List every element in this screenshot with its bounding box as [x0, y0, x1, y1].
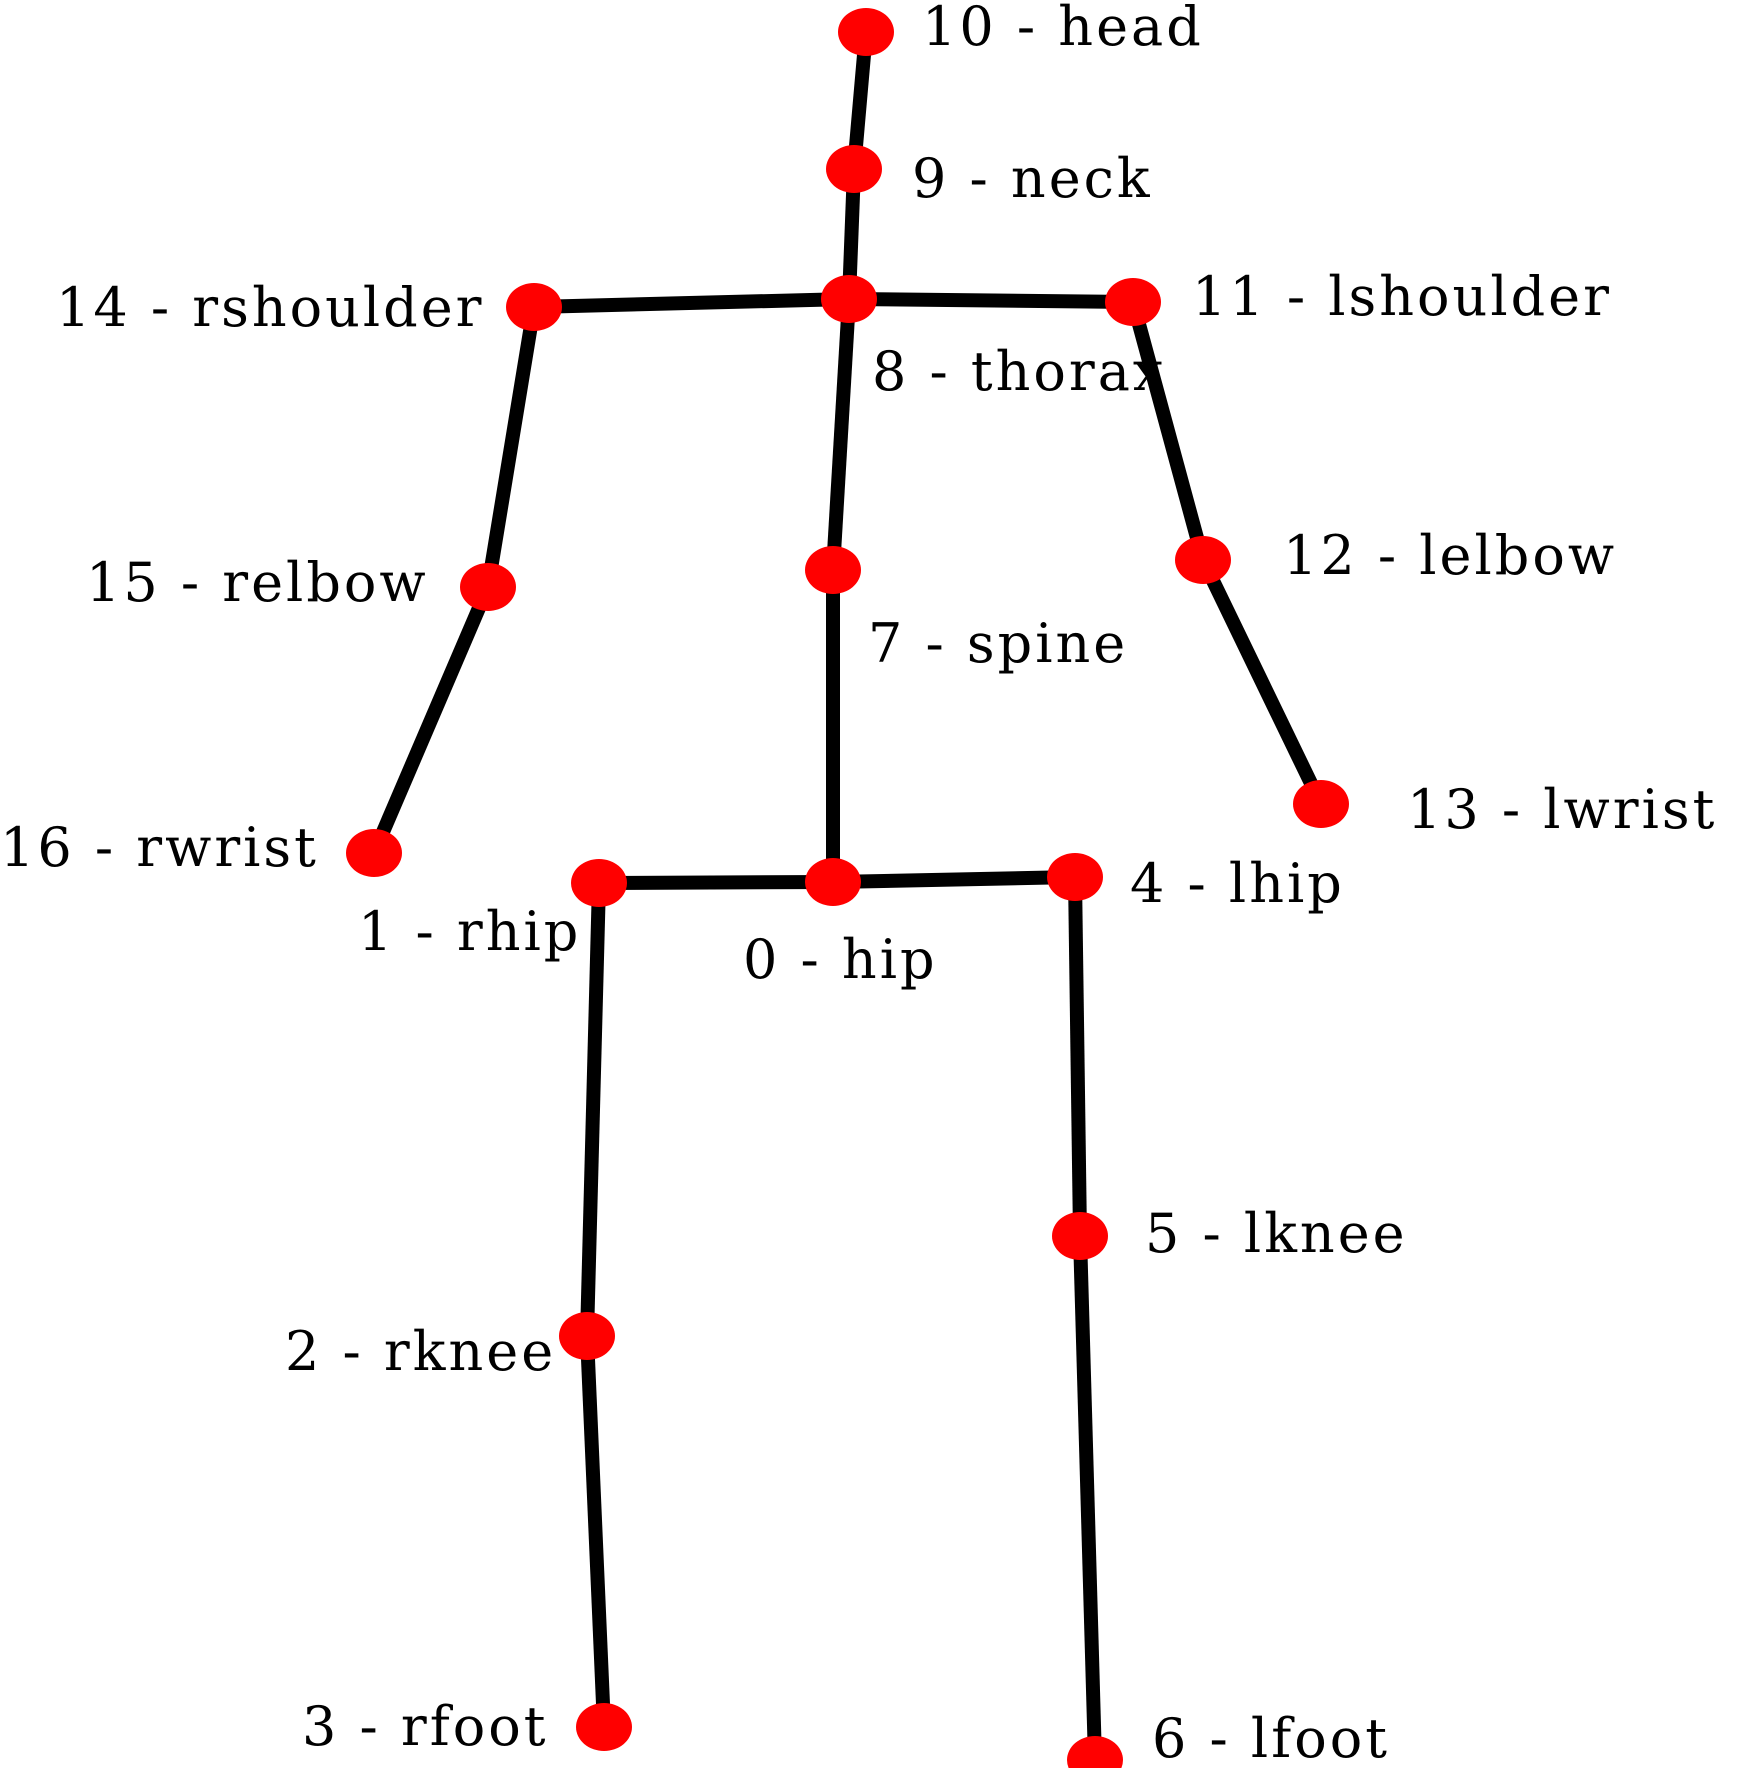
joint-1-label: 1 - rhip [358, 900, 581, 963]
bone-0-4 [832, 870, 1076, 889]
bone-11-12 [1126, 300, 1210, 562]
bone-14-15 [481, 305, 541, 589]
joint-12-label: 12 - lelbow [1283, 524, 1617, 587]
joint-13-marker [1293, 780, 1349, 828]
joint-3-label: 3 - rfoot [302, 1695, 548, 1758]
joint-8-marker [821, 275, 877, 323]
joint-10-marker [838, 8, 894, 56]
bone-8-7 [826, 298, 856, 571]
joint-15-marker [460, 563, 516, 611]
joint-9-marker [826, 145, 882, 193]
joint-11-label: 11 - lshoulder [1192, 265, 1612, 328]
joint-2-marker [559, 1312, 615, 1360]
joint-3-marker [576, 1703, 632, 1751]
bone-8-14 [533, 292, 850, 314]
bone-0-1 [598, 875, 834, 890]
bones-layer [367, 31, 1328, 1761]
bone-12-13 [1196, 556, 1328, 808]
joints-layer [346, 8, 1349, 1768]
joint-13-label: 13 - lwrist [1407, 778, 1717, 841]
joint-14-label: 14 - rshoulder [56, 276, 485, 339]
joint-16-label: 16 - rwrist [0, 816, 319, 879]
joint-16-marker [346, 829, 402, 877]
joint-6-label: 6 - lfoot [1152, 1707, 1390, 1768]
bone-1-2 [580, 882, 606, 1337]
joint-1-marker [571, 859, 627, 907]
joint-5-marker [1052, 1212, 1108, 1260]
joint-5-label: 5 - lknee [1145, 1202, 1408, 1265]
bone-8-11 [848, 292, 1134, 309]
joint-6-marker [1067, 1736, 1123, 1768]
joint-2-label: 2 - rknee [285, 1320, 556, 1383]
bone-2-3 [580, 1335, 611, 1728]
joint-11-marker [1105, 278, 1161, 326]
joint-12-marker [1175, 536, 1231, 584]
bone-4-5 [1068, 876, 1087, 1237]
joint-14-marker [506, 283, 562, 331]
joint-8-label: 8 - thorax [872, 340, 1166, 403]
bone-5-6 [1073, 1235, 1102, 1761]
joint-0-marker [805, 858, 861, 906]
joint-10-label: 10 - head [922, 0, 1204, 58]
joint-15-label: 15 - relbow [86, 551, 429, 614]
joint-0-label: 0 - hip [743, 928, 938, 991]
joint-9-label: 9 - neck [912, 147, 1153, 210]
joint-7-label: 7 - spine [868, 612, 1128, 675]
bone-15-16 [367, 584, 495, 856]
joint-4-marker [1047, 853, 1103, 901]
joint-7-marker [805, 546, 861, 594]
joint-4-label: 4 - lhip [1130, 852, 1345, 915]
